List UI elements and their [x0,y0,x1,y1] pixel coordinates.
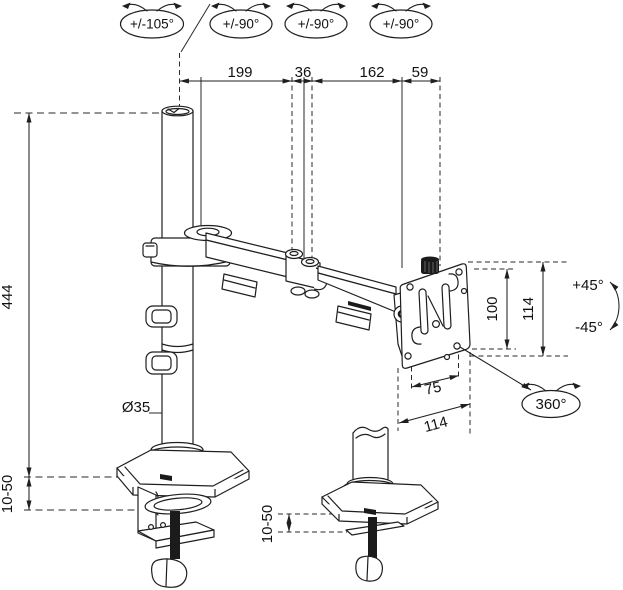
vesa-knob [421,256,439,274]
rotation-ellipse-joint2 [284,1,348,39]
brand-label [348,301,371,311]
grommet-knob [355,555,383,582]
clamp-screw [170,511,180,559]
rotation-360 [459,346,582,419]
dim-10-50-center-label: 10-50 [259,505,276,543]
dim-114-side-label: 114 [520,297,537,321]
grommet-screw [368,517,377,558]
dim-114-bottom-label: 114 [422,413,450,436]
tilt-down-label: -45° [575,319,603,336]
rotation-ellipse-joint3 [369,1,433,39]
arm-cable-clip-2 [335,305,372,331]
desk-clamp-left [116,441,250,588]
dim-36-label: 36 [295,64,312,81]
rot-joint3-label: +/-90° [383,17,420,32]
tilt-up-label: +45° [572,277,603,294]
dim-10-50-left-label: 10-50 [0,475,16,513]
arm-segment-1 [205,232,293,279]
rot-pole-label: +/-105° [130,17,174,32]
dim-199-label: 199 [227,64,252,81]
rot-360-label: 360° [535,396,566,413]
dim-444-label: 444 [0,284,16,309]
cable-clip-lower [145,351,178,375]
rot-joint1-label: +/-90° [223,17,260,32]
labels: +/-105° +/-90° +/-90° +/-90° 199 36 162 … [0,17,604,544]
rotation-ellipse-joint1 [209,1,273,39]
dim-d35-label: Ø35 [122,399,150,416]
pole [161,105,194,449]
cable-clip-upper [145,305,178,328]
desk-clamp-center [321,426,439,582]
dim-59-label: 59 [412,64,429,81]
arm-cable-clip-1 [221,273,258,298]
vesa-plate [399,256,471,369]
arm-segment-2 [317,265,397,313]
dim-100-label: 100 [484,296,501,321]
clamp-knob [151,558,188,588]
vesa-slots [411,273,459,345]
dim-162-label: 162 [359,64,384,81]
dimension-lines [26,78,620,532]
dim-75-label: 75 [423,378,443,398]
vesa-holes [404,268,468,361]
rot-joint2-label: +/-90° [298,17,335,32]
rotation-ellipse-pole [119,1,185,39]
